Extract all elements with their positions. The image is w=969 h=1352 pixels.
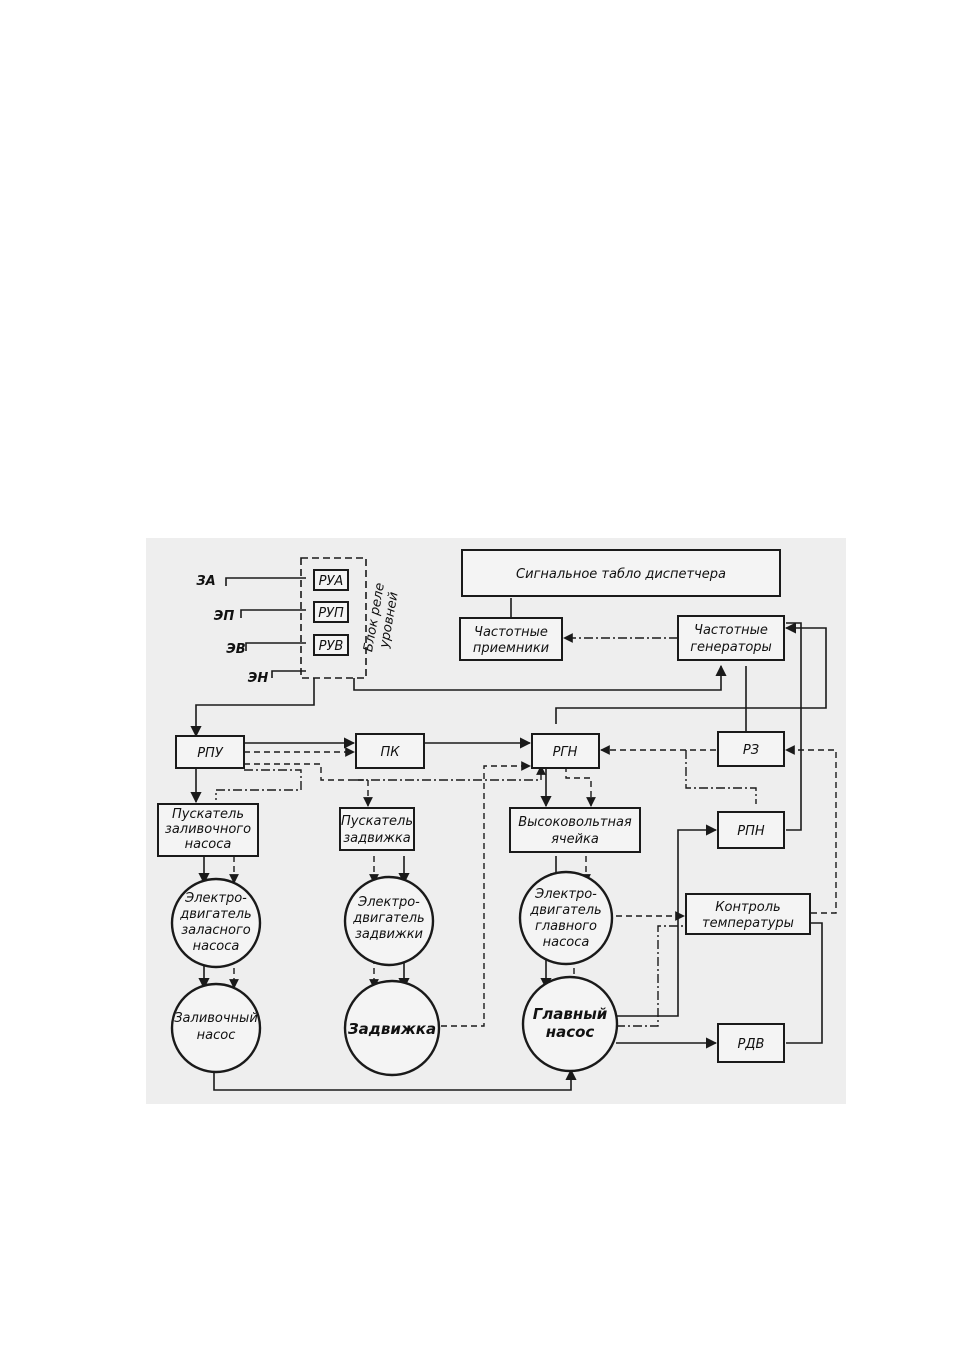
rpu-label: РПУ [197, 746, 224, 761]
rgn-to-generators-line [555, 622, 827, 724]
pump-to-rpn-line [616, 824, 718, 1017]
temp-control-box [685, 893, 811, 935]
starter-valve-label-2: задвижка [343, 831, 411, 846]
rpn-box [717, 811, 785, 849]
motor-main-label-4: насоса [543, 935, 590, 950]
rup-label: РУП [318, 606, 344, 621]
valve-circle [343, 979, 441, 1077]
diagram-canvas: ЗА ЭП ЭВ ЭН РУА РУП РУВ Блок реле уровне… [157, 549, 837, 1091]
rpu-box [175, 735, 245, 769]
motor-main-label-3: главного [535, 919, 597, 934]
starter-priming-box [157, 803, 259, 857]
rz-label: РЗ [743, 743, 759, 758]
motor-valve-circle [343, 875, 435, 967]
motor-priming-label-3: заласного [181, 923, 251, 938]
rz-box [717, 731, 785, 767]
hv-cell-label-1: Высоковольтная [518, 815, 632, 830]
rpu-dashdot-line [215, 769, 302, 800]
motor-main-label-1: Электро- [534, 887, 597, 902]
motor-priming-circle [170, 877, 262, 969]
sensor-za-line [225, 577, 306, 586]
starter-priming-label-1: Пускатель [172, 807, 244, 822]
priming-pump-label-2: насос [197, 1028, 236, 1043]
sensor-ep-line [240, 609, 306, 618]
rgn-label: РГН [553, 745, 578, 760]
rdv-to-temp-line [786, 922, 823, 1044]
rua-box [313, 569, 349, 591]
ruv-label: РУВ [319, 639, 344, 654]
sensor-ev-line [245, 642, 306, 651]
freq-receivers-box [459, 617, 563, 661]
pk-label: ПК [380, 745, 400, 760]
pk-dashdot-rgn [354, 765, 546, 781]
temp-control-label-1: Контроль [715, 900, 780, 915]
freq-receivers-label-2: приемники [473, 641, 549, 656]
starter-valve-box [339, 807, 415, 851]
priming-pump-label-1: Заливочный [174, 1011, 258, 1026]
motor-main-circle [518, 870, 614, 966]
motor-priming-label-2: двигатель [179, 907, 251, 922]
motor-priming-label-1: Электро- [184, 891, 247, 906]
starter-priming-label-3: насоса [185, 837, 232, 852]
block-diagram: ЗА ЭП ЭВ ЭН РУА РУП РУВ Блок реле уровне… [146, 538, 846, 1104]
valve-label: Задвижка [348, 1020, 436, 1038]
rgn-dashdot-rpn [685, 750, 757, 804]
freq-generators-box [677, 615, 785, 661]
main-pump-label-2: насос [546, 1023, 595, 1041]
freq-generators-label-2: генераторы [690, 640, 772, 655]
ruv-box [313, 634, 349, 656]
pk-box [355, 733, 425, 769]
priming-pump-circle [170, 982, 262, 1074]
rdv-box [717, 1023, 785, 1063]
freq-generators-label-1: Частотные [694, 623, 768, 638]
sensor-en-label: ЭН [248, 671, 269, 686]
rpn-label: РПН [737, 824, 765, 839]
temp-control-label-2: температуры [702, 916, 794, 931]
main-pump-circle [521, 975, 619, 1073]
starter-valve-label-1: Пускатель [341, 814, 413, 829]
rgn-box [531, 733, 600, 769]
relay-to-rpu-line [190, 678, 315, 738]
rpn-to-generators-line [786, 622, 802, 831]
temp-to-rz-dash [785, 745, 837, 914]
hv-cell-box [509, 807, 641, 853]
priming-to-main-line [213, 1066, 577, 1091]
motor-valve-label-2: двигатель [352, 911, 424, 926]
motor-valve-label-1: Электро- [357, 895, 420, 910]
rpu-to-starter-valve-dash [244, 763, 373, 807]
freq-receivers-label-1: Частотные [474, 625, 548, 640]
dispatcher-board-box [461, 549, 781, 597]
main-pump-label-1: Главный [533, 1005, 608, 1023]
dispatcher-board-label: Сигнальное табло диспетчера [516, 567, 726, 582]
rgn-to-hv-dash [565, 766, 596, 807]
rua-label: РУА [319, 574, 344, 589]
sensor-en-line [271, 670, 306, 678]
motor-valve-label-3: задвижки [355, 927, 423, 942]
relay-to-generators-line [353, 664, 727, 691]
pump-dashdot-temp [616, 925, 684, 1027]
hv-cell-label-2: ячейка [551, 832, 599, 847]
sensor-ep-label: ЭП [214, 609, 235, 624]
starter-priming-label-2: заливочного [165, 822, 251, 837]
rdv-label: РДВ [738, 1037, 765, 1052]
motor-priming-label-4: насоса [193, 939, 240, 954]
sensor-ev-label: ЭВ [226, 642, 246, 657]
relay-block [300, 557, 367, 679]
valve-to-rgn-dash [441, 761, 531, 1027]
motor-main-label-2: двигатель [529, 903, 601, 918]
sensor-za-label: ЗА [196, 574, 215, 589]
rup-box [313, 601, 349, 623]
